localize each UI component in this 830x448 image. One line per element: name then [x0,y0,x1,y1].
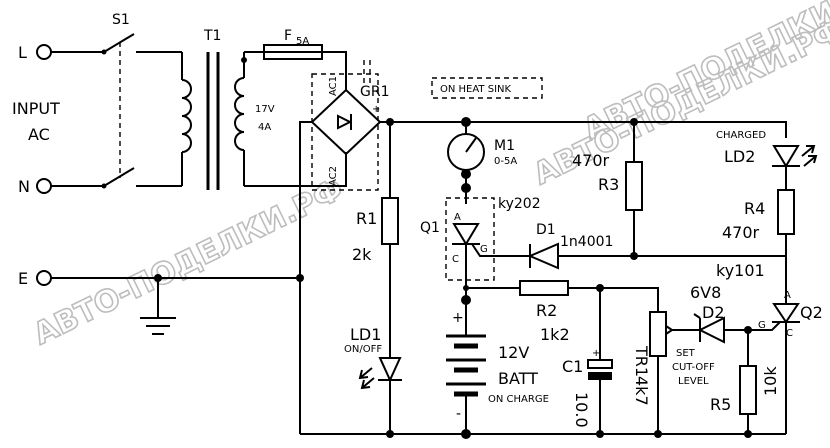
r5-value: 10k [761,366,780,396]
meter-label: M1 [494,138,515,154]
input-text-line1: INPUT [12,99,60,118]
r3-value: 470r [572,151,610,170]
bridge-gr1: GR1 AC1 AC2 + [299,60,466,434]
batt-on-charge: ON CHARGE [488,394,549,405]
tr1-label: TR1 [632,345,651,377]
switch-s1: S1 [51,12,182,189]
q2-pin-g: G [758,320,766,331]
c1-value: 10.0 [572,392,591,428]
input-e-label: E [18,269,28,288]
bridge-label: GR1 [360,84,389,100]
r4-body [777,189,795,235]
d2-voltage: 6V8 [690,283,721,302]
c1-label: C1 [562,357,583,376]
q2-pin-a: A [784,290,791,301]
ld2-label: LD2 [724,147,755,166]
r1-body [381,197,399,245]
input-l-terminal [36,44,52,60]
fuse-f: F 5A [244,28,347,187]
capacitor-c1: + C1 10.0 [562,288,613,434]
r2-body [519,280,569,296]
tr1-set-3: LEVEL [678,376,709,387]
bottom-rail [300,429,786,439]
q1-pin-c: C [452,254,459,265]
fuse-rating: 5A [296,36,309,47]
ld1-onoff: ON/OFF [344,344,382,355]
r3-body [625,161,643,211]
tr1-value: 4k7 [632,376,651,406]
secondary-voltage: 17V [255,104,275,115]
input-text-line2: AC [28,125,50,144]
batt-plus: + [452,310,464,326]
r1-label: R1 [356,209,377,228]
r2-tr1-branch: R2 1k2 TR1 4k7 SET CUT-OFF LEVEL [463,280,715,434]
input-e-terminal [36,270,52,286]
thyristor-q2: ky101 A C G Q2 [716,256,823,434]
input-section: L N E INPUT AC [12,43,60,288]
r1-value: 2k [352,245,372,264]
meter-range: 0-5A [494,156,517,167]
r5-label: R5 [710,395,731,414]
switch-s1-label: S1 [112,12,130,28]
batt-voltage: 12V [498,343,529,362]
d1-label: D1 [536,222,556,238]
earth-line [51,274,304,335]
q1-pin-a: A [454,212,461,223]
ld1-label: LD1 [350,325,381,344]
d1-type: 1n4001 [560,234,613,250]
r5-body [739,365,757,415]
q2-label: Q2 [800,303,823,322]
input-l-label: L [18,43,27,62]
bridge-plus: + [372,104,380,115]
r1-ld1-branch: R1 2k LD1 ON/OFF [344,118,402,434]
tr1-set-2: CUT-OFF [672,362,715,373]
tr1-body [649,311,667,357]
transformer-t1-label: T1 [203,28,221,44]
meter-m1: M1 0-5A [447,117,517,204]
q1-label: Q1 [420,220,440,236]
r3-branch: 470r R3 [572,122,643,256]
bridge-ac2: AC2 [328,166,339,186]
ld2-r4-branch: CHARGED LD2 R4 470r [634,130,818,257]
r4-value: 470r [722,223,760,242]
q2-pin-c: C [786,328,793,339]
diode-d1: D1 1n4001 [527,222,638,270]
c1-plus: + [592,348,600,359]
batt-minus: - [456,406,461,422]
input-n-terminal [36,178,52,194]
q1-type: ky202 [498,196,541,212]
ld2-charged: CHARGED [716,130,766,141]
heat-sink-label: ON HEAT SINK [440,84,511,95]
r2-label: R2 [536,301,557,320]
tr1-set-1: SET [676,348,696,359]
zener-d2: 6V8 D2 [672,283,752,344]
heat-sink-note: ON HEAT SINK [431,77,543,99]
r4-label: R4 [744,199,765,218]
q2-type: ky101 [716,261,765,280]
secondary-current: 4A [258,122,271,133]
r5-branch: R5 10k [710,330,780,434]
transformer-t1: T1 17V 4A [181,28,275,190]
thyristor-q1: ky202 Q1 A C G [420,196,541,305]
battery-batt: + - 12V BATT ON CHARGE [446,300,549,434]
q1-pin-g: G [480,244,488,255]
r3-label: R3 [598,175,619,194]
bridge-ac1: AC1 [328,76,339,96]
watermark-right: АВТО-ПОДЕЛКИ.РФ [578,0,830,147]
fuse-label: F [284,28,292,44]
d2-label: D2 [702,303,725,322]
r2-value: 1k2 [540,325,570,344]
input-n-label: N [18,177,30,196]
batt-label: BATT [498,369,538,388]
